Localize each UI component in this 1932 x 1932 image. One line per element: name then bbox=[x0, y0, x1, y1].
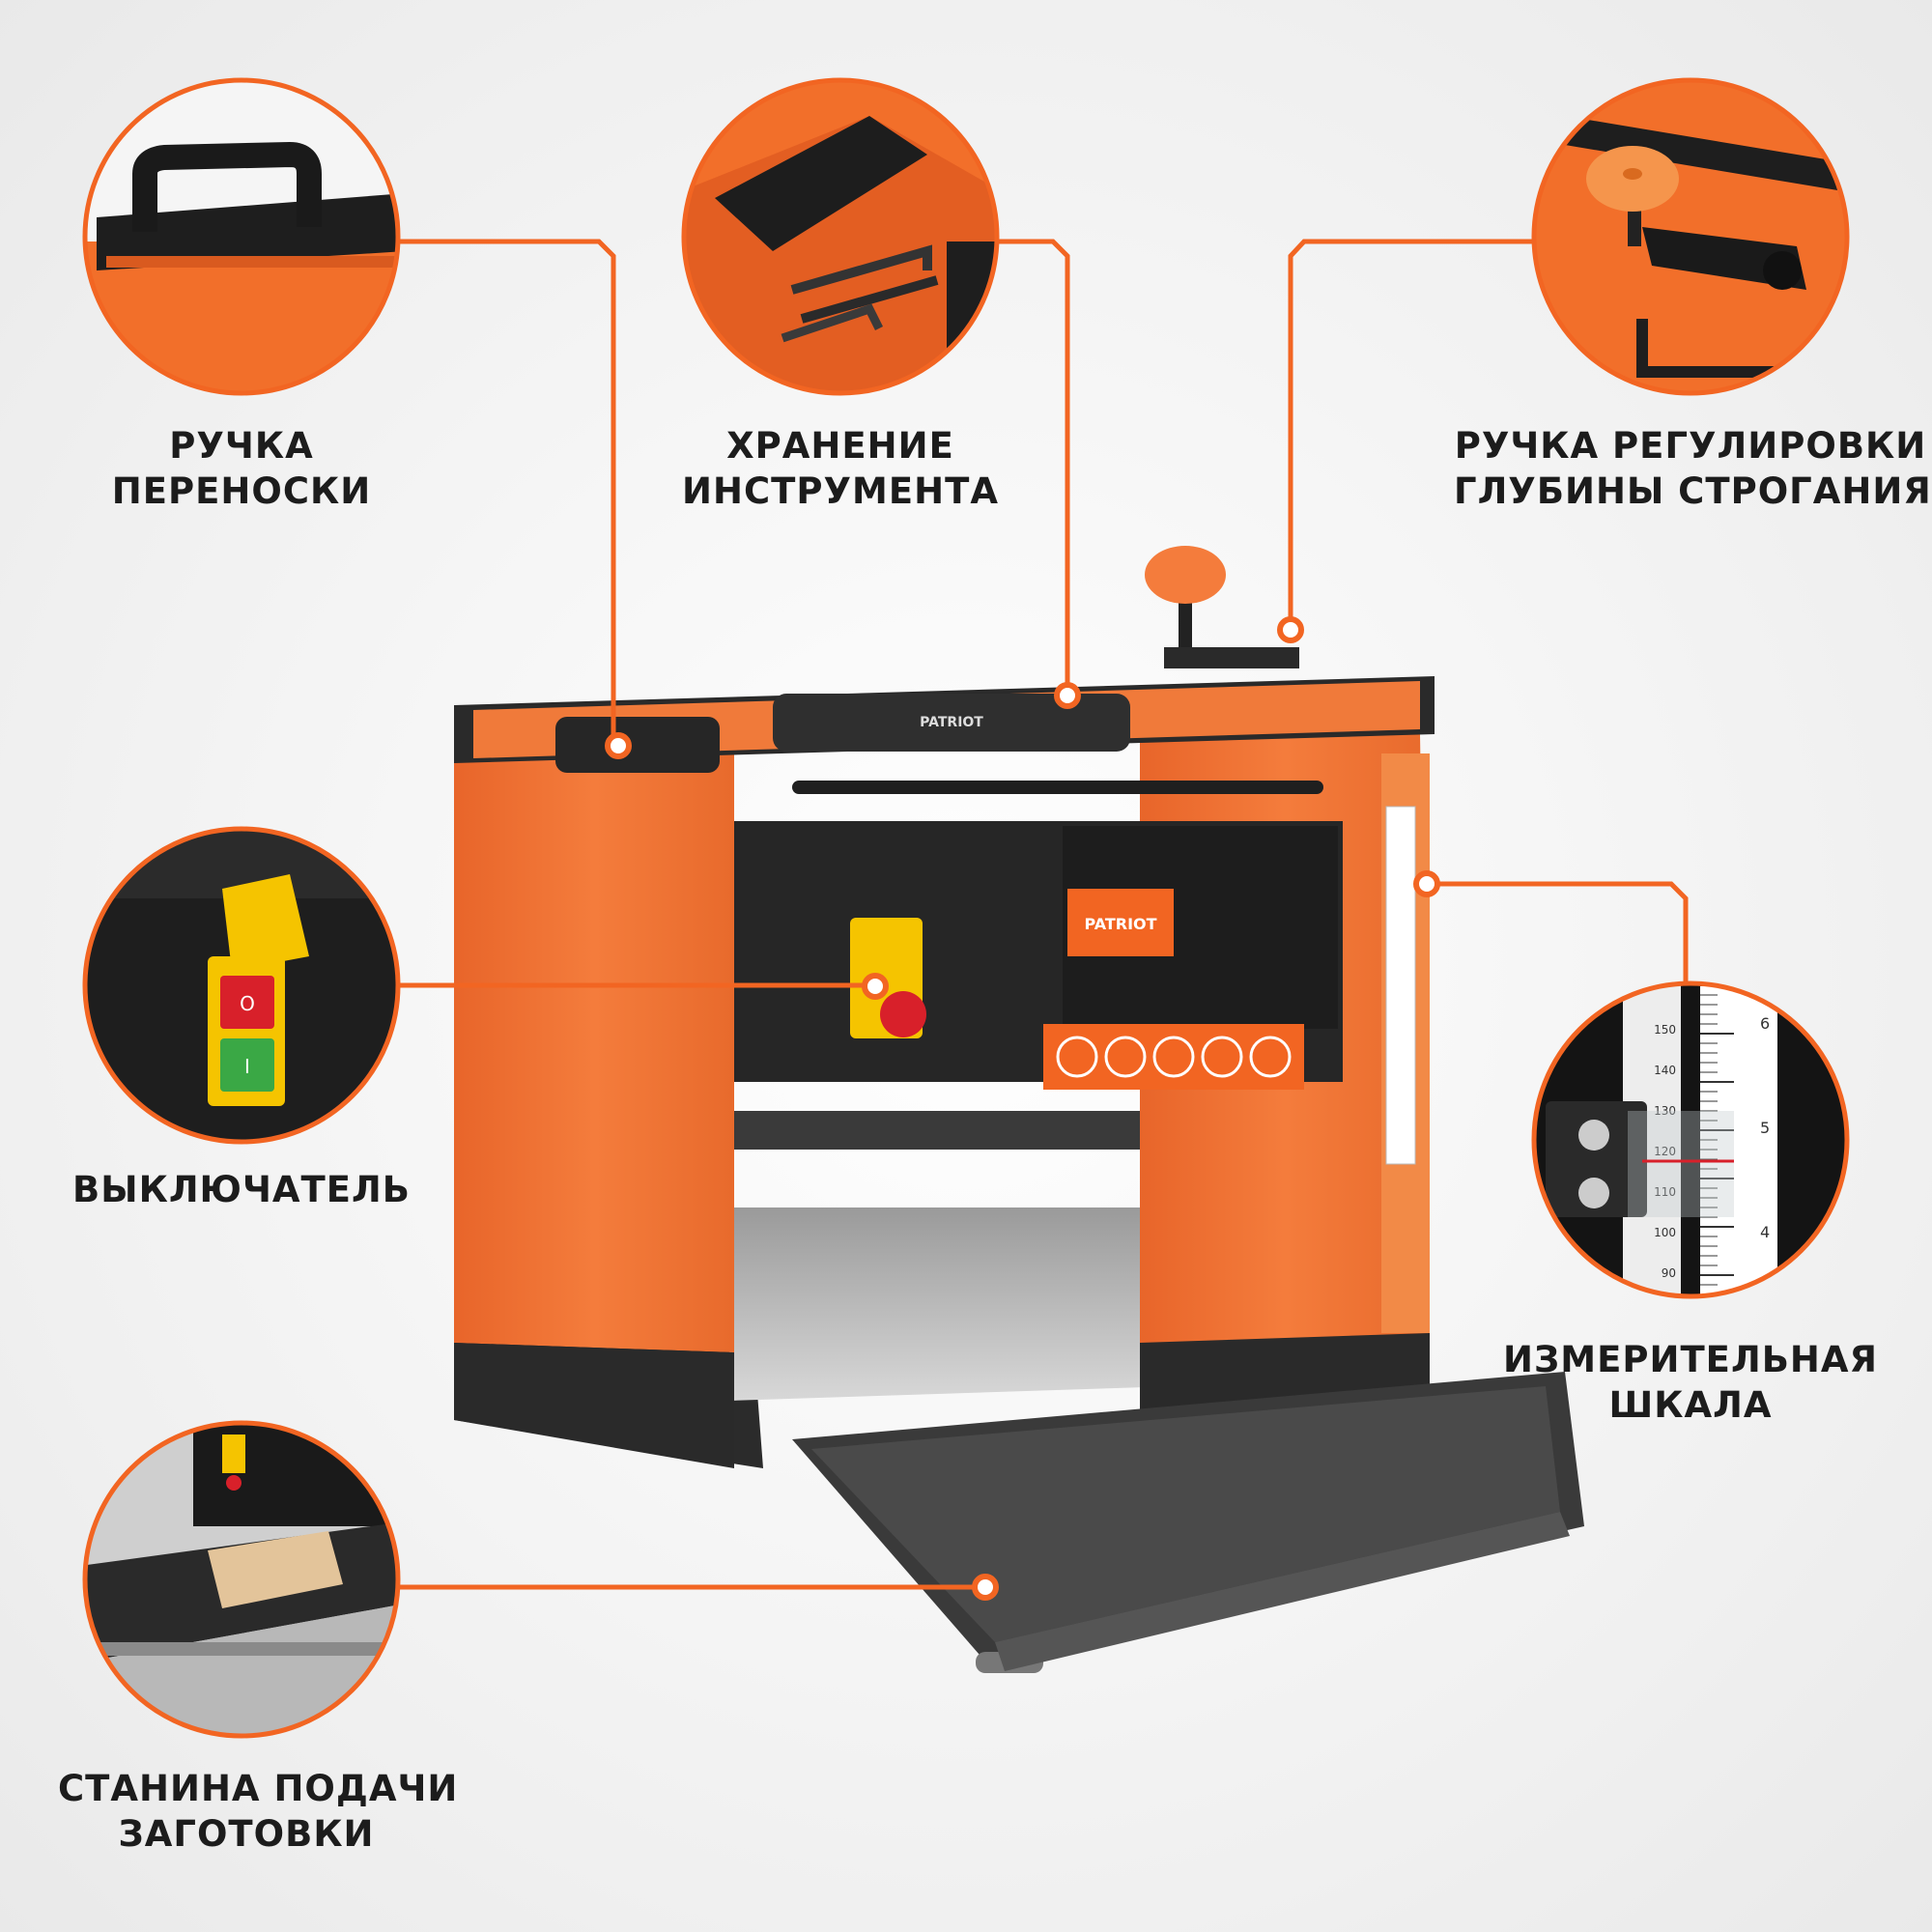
scale-mm-label: 150 bbox=[1654, 1023, 1676, 1037]
detail-power-switch: O I bbox=[82, 826, 401, 1145]
label-power-switch: ВЫКЛЮЧАТЕЛЬ bbox=[68, 1167, 415, 1212]
scale-inch-label: 4 bbox=[1760, 1223, 1770, 1241]
scale-inch-labels: 6 5 4 bbox=[1760, 1014, 1770, 1241]
scale-mm-label: 110 bbox=[1654, 1185, 1676, 1199]
label-measure-scale-line1: ИЗМЕРИТЕЛЬНАЯ bbox=[1503, 1339, 1878, 1380]
dot-depth-knob bbox=[1277, 616, 1304, 643]
detail-carry-handle bbox=[82, 77, 401, 396]
svg-text:I: I bbox=[244, 1055, 250, 1078]
callout-lines bbox=[398, 239, 1689, 1590]
scale-ticks bbox=[1700, 984, 1734, 1295]
label-tool-storage-line2: ИНСТРУМЕНТА bbox=[682, 470, 999, 512]
scale-mm-label: 120 bbox=[1654, 1145, 1676, 1158]
thickness-planer: PATRIOT PATRIOT bbox=[454, 546, 1584, 1673]
lid-brand-text: PATRIOT bbox=[920, 715, 983, 730]
scale-mm-labels: 150 140 130 120 110 100 90 bbox=[1654, 1023, 1676, 1280]
scale-mm-label: 130 bbox=[1654, 1104, 1676, 1118]
scale-inch-label: 5 bbox=[1760, 1119, 1770, 1137]
motor-brand-text: PATRIOT bbox=[1084, 915, 1156, 933]
label-carry-handle: РУЧКА ПЕРЕНОСКИ bbox=[97, 423, 386, 514]
dot-feed-table bbox=[972, 1574, 999, 1601]
detail-depth-knob bbox=[1531, 77, 1850, 396]
label-feed-table-line1: СТАНИНА ПОДАЧИ bbox=[58, 1768, 459, 1809]
dot-power-switch bbox=[862, 973, 889, 1000]
line-carry-handle bbox=[398, 239, 616, 746]
scale-mm-label: 100 bbox=[1654, 1226, 1676, 1239]
dot-measure-scale bbox=[1413, 870, 1440, 897]
label-carry-handle-line1: РУЧКА bbox=[169, 425, 314, 467]
label-carry-handle-line2: ПЕРЕНОСКИ bbox=[111, 470, 372, 512]
label-feed-table: СТАНИНА ПОДАЧИ ЗАГОТОВКИ bbox=[58, 1766, 459, 1857]
dot-carry-handle bbox=[605, 732, 632, 759]
detail-feed-table bbox=[82, 1420, 401, 1739]
scale-mm-label: 140 bbox=[1654, 1064, 1676, 1077]
label-depth-knob-line1: РУЧКА РЕГУЛИРОВКИ bbox=[1454, 425, 1927, 467]
label-measure-scale: ИЗМЕРИТЕЛЬНАЯ ШКАЛА bbox=[1502, 1337, 1879, 1428]
label-feed-table-line2: ЗАГОТОВКИ bbox=[118, 1813, 375, 1855]
callout-dots bbox=[605, 616, 1440, 1601]
label-depth-knob: РУЧКА РЕГУЛИРОВКИ ГЛУБИНЫ СТРОГАНИЯ bbox=[1454, 423, 1932, 514]
detail-tool-storage bbox=[681, 77, 1000, 396]
detail-measure-scale: 150 140 130 120 110 100 90 6 5 4 bbox=[1531, 980, 1850, 1299]
dot-tool-storage bbox=[1054, 682, 1081, 709]
line-measure-scale bbox=[1427, 881, 1689, 983]
label-tool-storage-line1: ХРАНЕНИЕ bbox=[726, 425, 954, 467]
label-power-switch-line1: ВЫКЛЮЧАТЕЛЬ bbox=[72, 1169, 411, 1210]
svg-text:O: O bbox=[240, 992, 255, 1015]
scale-inch-label: 6 bbox=[1760, 1014, 1770, 1033]
label-tool-storage: ХРАНЕНИЕ ИНСТРУМЕНТА bbox=[676, 423, 1005, 514]
line-tool-storage bbox=[997, 239, 1070, 696]
label-depth-knob-line2: ГЛУБИНЫ СТРОГАНИЯ bbox=[1454, 470, 1932, 512]
label-measure-scale-line2: ШКАЛА bbox=[1608, 1384, 1773, 1426]
scale-mm-label: 90 bbox=[1662, 1266, 1676, 1280]
line-depth-knob bbox=[1288, 239, 1534, 628]
